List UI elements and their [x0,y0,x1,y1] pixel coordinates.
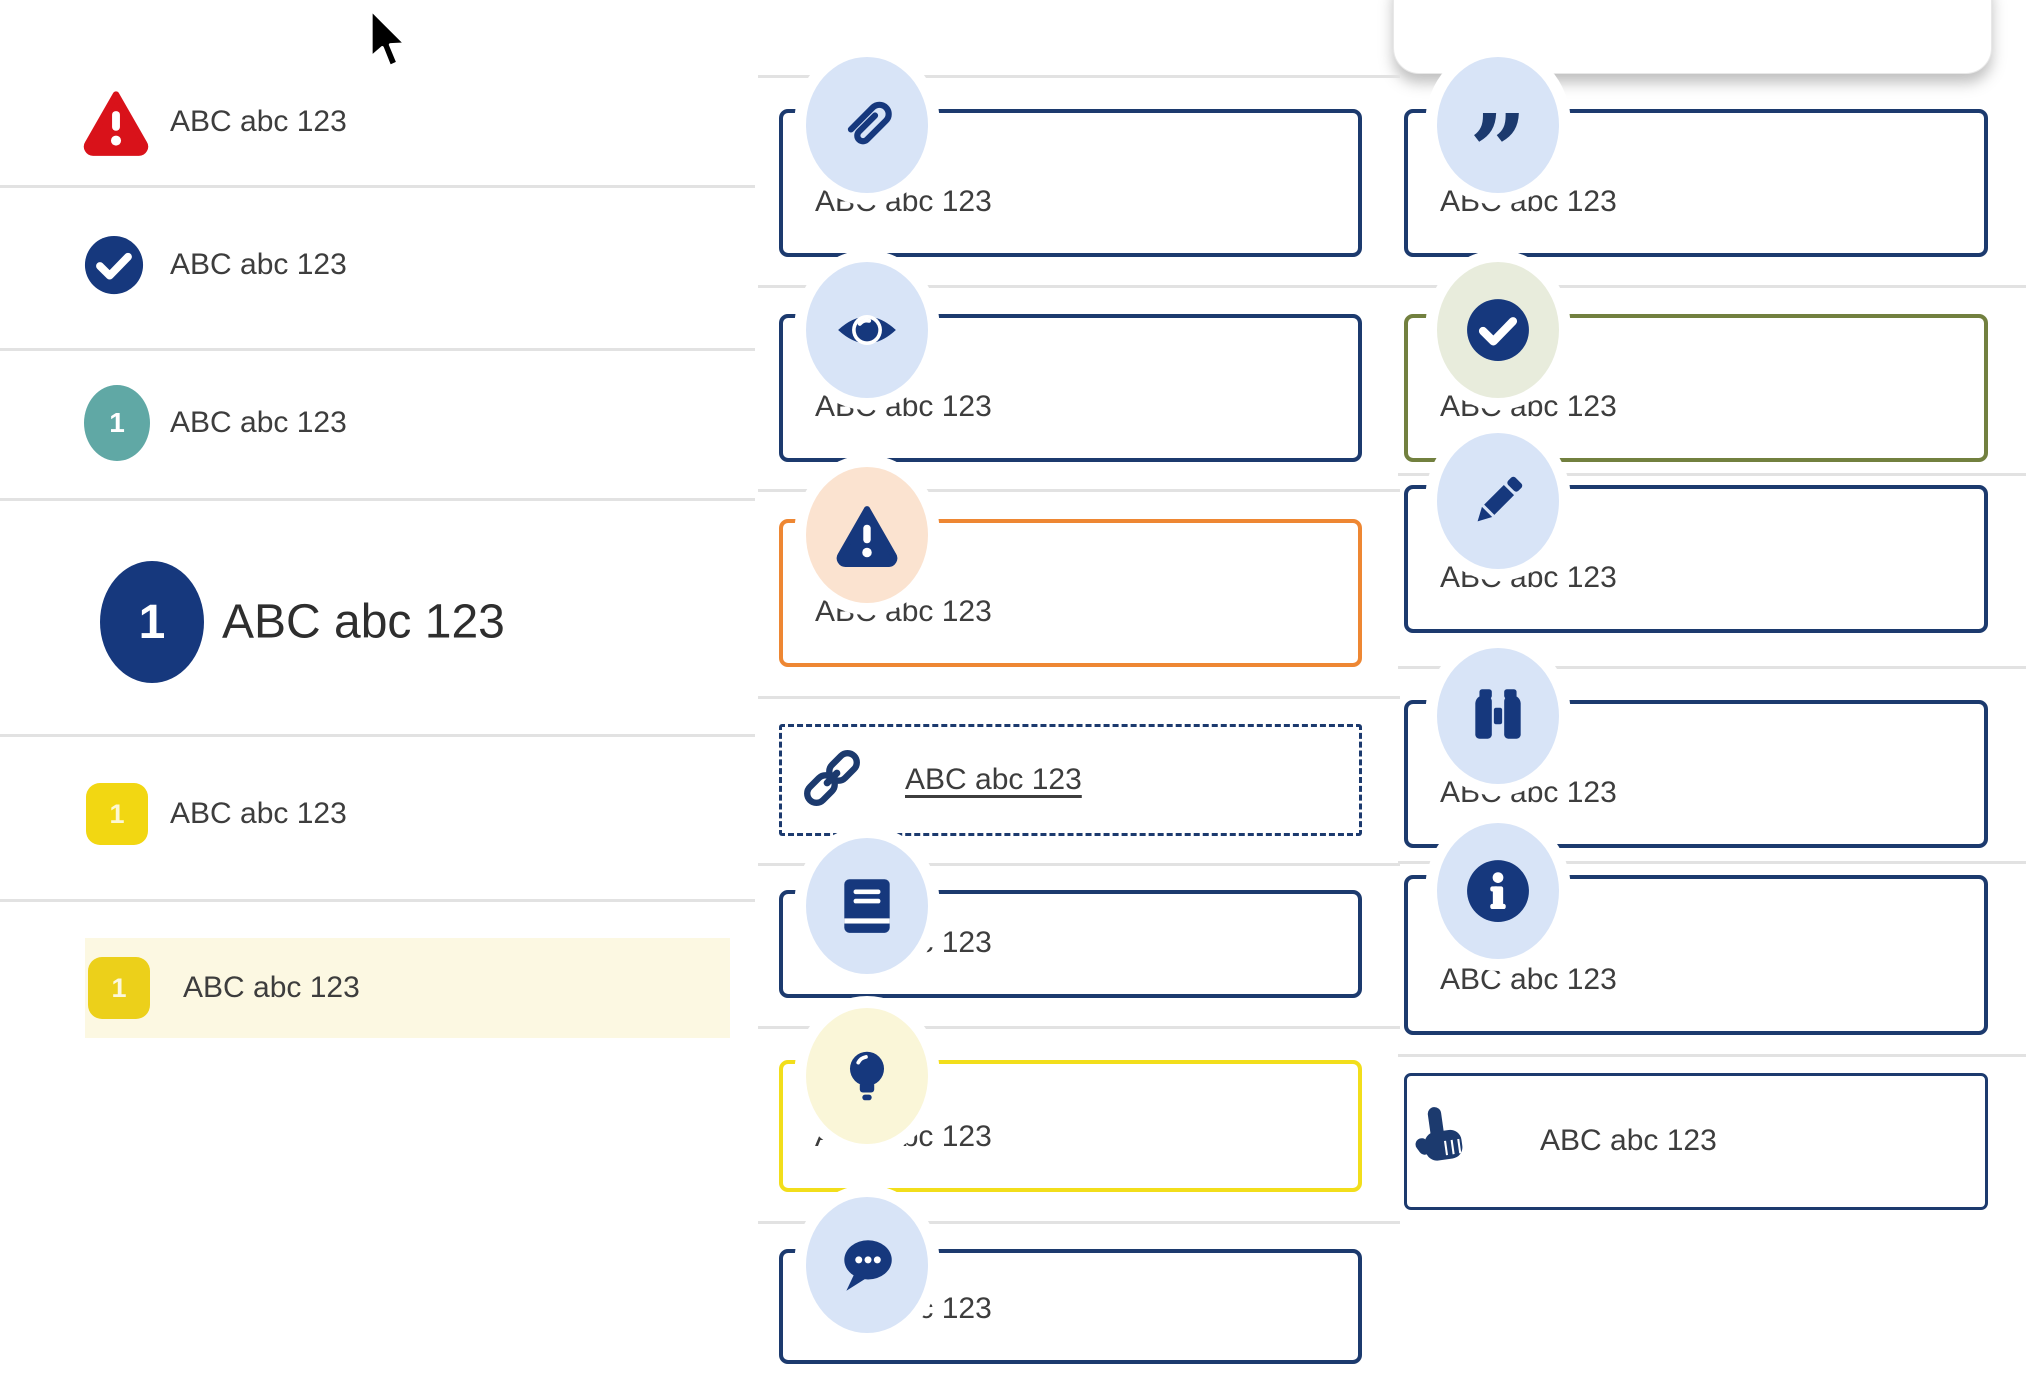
card-label: ABC abc 123 [1440,185,1617,218]
card-label: ABC abc 123 [815,595,992,628]
divider-line [758,1026,1400,1029]
number-badge: 1 [86,783,148,845]
card-label: ABC abc 123 [815,390,992,423]
divider-line [0,185,755,188]
card-label: ABC abc 123 [1440,963,1617,996]
divider-line [758,696,1400,699]
divider-line [758,863,1400,866]
pencil-icon [1465,468,1531,534]
lightbulb-icon-circle [806,1008,928,1144]
highlighted-list-row-background [85,938,730,1038]
list-item-label: ABC abc 123 [170,105,347,138]
divider-line [758,489,1400,492]
info-icon-circle [1437,823,1559,959]
divider-line [0,899,755,902]
divider-line [1398,666,2026,669]
book-icon-circle [806,838,928,974]
divider-line [1398,473,2026,476]
info-icon [1465,858,1531,924]
binoculars-icon [1465,683,1531,749]
divider-line [0,734,755,737]
paperclip-icon-circle [806,57,928,193]
eye-icon [834,297,900,363]
quote-icon-circle: ” [1437,57,1559,201]
card-label: ABC abc 123 [1440,776,1617,809]
card-label: ABC abc 123 [815,185,992,218]
callout-card[interactable] [779,724,1362,836]
divider-line [1398,1054,2026,1057]
card-label[interactable]: ABC abc 123 [905,763,1082,796]
speech-bubble-icon [834,1232,900,1298]
eye-icon-circle [806,262,928,398]
list-item-label: ABC abc 123 [170,248,347,281]
lightbulb-icon [834,1043,900,1109]
speech-bubble-icon-circle [806,1197,928,1333]
divider-line [758,75,1400,78]
link-icon[interactable] [795,741,869,815]
number-badge: 1 [100,561,204,683]
card-label: ABC abc 123 [1540,1124,1717,1157]
warning-triangle-icon [78,87,154,157]
list-item-label: ABC abc 123 [170,406,347,439]
check-circle-icon-circle [1437,262,1559,398]
paperclip-icon [834,92,900,158]
warning-triangle-icon [834,502,900,568]
card-label: ABC abc 123 [1440,561,1617,594]
mouse-cursor [368,8,410,74]
list-item-label: ABC abc 123 [222,595,505,649]
divider-line [0,498,755,501]
pencil-icon-circle [1437,433,1559,569]
list-item-label: ABC abc 123 [183,971,360,1004]
book-icon [834,873,900,939]
number-badge: 1 [84,385,150,461]
divider-line [758,285,1400,288]
warning-triangle-icon-circle [806,467,928,603]
divider-line [1398,861,2026,864]
divider-line [0,348,755,351]
check-circle-icon [1465,297,1531,363]
list-item-label: ABC abc 123 [170,797,347,830]
divider-line [1398,285,2026,288]
check-circle-icon [83,231,145,299]
binoculars-icon-circle [1437,648,1559,784]
card-label: ABC abc 123 [1440,390,1617,423]
callout-card [1404,1073,1988,1210]
number-badge: 1 [88,957,150,1019]
hand-pointer-icon [1411,1104,1477,1178]
divider-line [758,1221,1400,1224]
